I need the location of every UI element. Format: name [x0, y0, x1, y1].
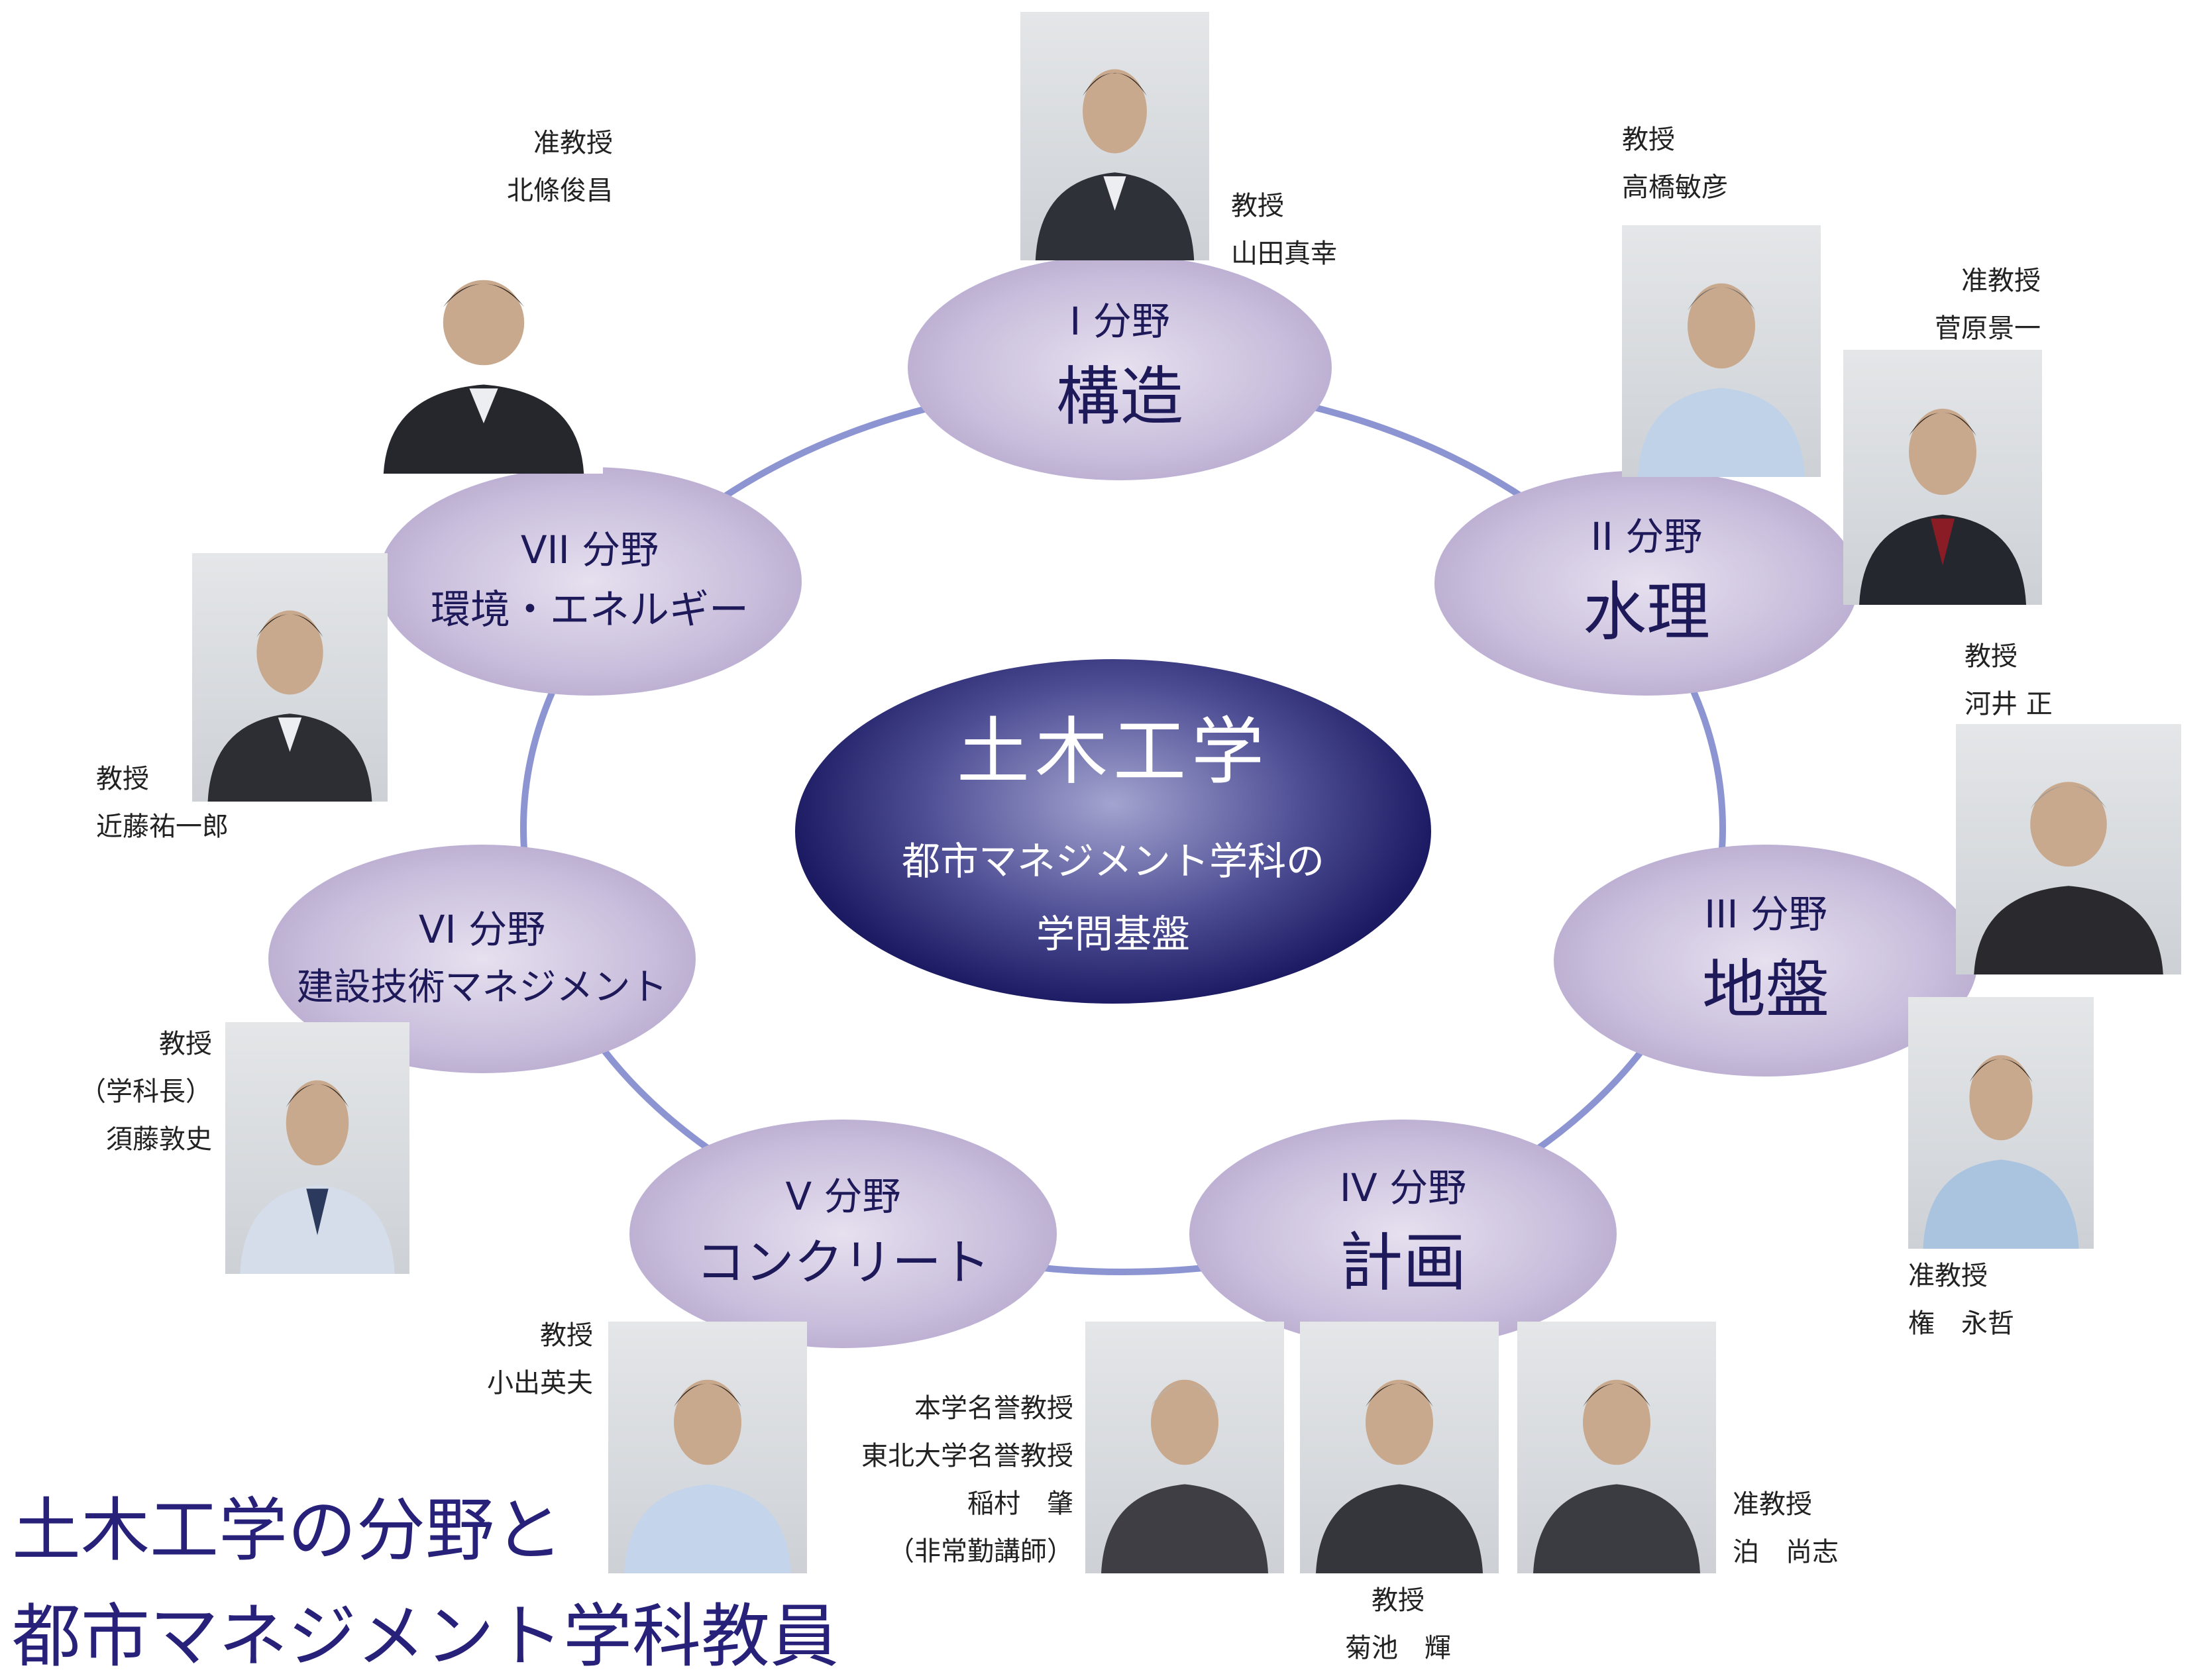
caption-yamada-title: 教授: [1231, 191, 1284, 221]
field-7-name: 環境・エネルギー: [431, 586, 749, 633]
caption-sugawara: 准教授 菅原景一: [1908, 257, 2041, 352]
field-3-name: 地盤: [1702, 952, 1829, 1027]
caption-gon: 准教授 権 永哲: [1908, 1252, 2014, 1347]
field-3-number: III 分野: [1704, 892, 1827, 937]
caption-kikuchi-name: 菊池 輝: [1345, 1633, 1451, 1663]
caption-koide: 教授 小出英夫: [451, 1312, 593, 1407]
caption-sudo-note: （学科長）: [80, 1076, 212, 1107]
caption-tomari-name: 泊 尚志: [1733, 1537, 1839, 1567]
caption-sudo-title: 教授: [159, 1029, 212, 1059]
photo-sudo: [225, 1022, 409, 1274]
field-node-2: II 分野 水理: [1434, 470, 1859, 696]
footer-title-line1: 土木工学の分野と: [12, 1490, 564, 1571]
photo-inamura: [1085, 1322, 1284, 1573]
photo-kondo: [192, 553, 388, 802]
photo-yamada: [1020, 12, 1209, 260]
center-subtitle-line2: 学問基盤: [1036, 912, 1190, 957]
field-5-name: コンクリート: [696, 1234, 991, 1292]
field-6-number: VI 分野: [418, 906, 546, 952]
field-4-number: IV 分野: [1339, 1165, 1467, 1210]
photo-kawai: [1956, 724, 2181, 974]
photo-kikuchi: [1300, 1322, 1499, 1573]
caption-hojo-name: 北條俊昌: [507, 176, 613, 206]
field-node-3: III 分野 地盤: [1554, 845, 1978, 1076]
field-5-number: V 分野: [785, 1174, 901, 1220]
field-4-name: 計画: [1339, 1226, 1467, 1300]
caption-kawai: 教授 河井 正: [1965, 633, 2053, 728]
photo-tomari: [1517, 1322, 1716, 1573]
caption-inamura: 本学名誉教授 東北大学名誉教授 稲村 肇 （非常勤講師）: [822, 1385, 1073, 1575]
field-2-name: 水理: [1583, 574, 1710, 649]
caption-tomari: 准教授 泊 尚志: [1733, 1481, 1839, 1576]
caption-koide-title: 教授: [540, 1320, 593, 1351]
field-node-4: IV 分野 計画: [1189, 1120, 1617, 1348]
center-title: 土木工学: [957, 709, 1269, 794]
caption-kawai-name: 河井 正: [1965, 689, 2053, 719]
caption-yamada-name: 山田真幸: [1231, 238, 1337, 269]
caption-inamura-line1: 本学名誉教授: [914, 1393, 1073, 1424]
field-node-1: I 分野 構造: [908, 255, 1332, 480]
caption-takahashi-title: 教授: [1622, 125, 1675, 155]
caption-sugawara-name: 菅原景一: [1935, 313, 2041, 344]
photo-takahashi: [1622, 225, 1821, 477]
caption-sudo-name: 須藤敦史: [106, 1124, 212, 1155]
caption-sudo: 教授 （学科長） 須藤敦史: [80, 1020, 212, 1163]
caption-gon-title: 准教授: [1908, 1261, 1988, 1291]
caption-sugawara-title: 准教授: [1961, 266, 2041, 296]
caption-inamura-line2: 東北大学名誉教授: [861, 1441, 1073, 1471]
caption-kawai-title: 教授: [1965, 641, 2018, 672]
caption-kikuchi: 教授 菊池 輝: [1345, 1577, 1451, 1672]
photo-sugawara: [1843, 350, 2042, 605]
photo-hojo: [364, 222, 603, 474]
field-7-number: VII 分野: [520, 527, 659, 573]
caption-yamada: 教授 山田真幸: [1231, 182, 1337, 278]
field-2-number: II 分野: [1590, 514, 1703, 560]
field-node-7: VII 分野 環境・エネルギー: [378, 467, 802, 696]
caption-kikuchi-title: 教授: [1372, 1585, 1425, 1616]
caption-kondo-title: 教授: [96, 764, 149, 794]
photo-koide: [608, 1322, 807, 1573]
caption-tomari-title: 准教授: [1733, 1489, 1812, 1520]
photo-gon: [1908, 997, 2094, 1249]
caption-koide-name: 小出英夫: [487, 1368, 593, 1398]
field-6-name: 建設技術マネジメント: [296, 966, 668, 1010]
caption-inamura-name: 稲村 肇: [967, 1489, 1073, 1519]
center-subtitle-line1: 都市マネジメント学科の: [901, 838, 1324, 884]
field-1-number: I 分野: [1069, 299, 1170, 344]
field-1-name: 構造: [1056, 359, 1183, 434]
caption-hojo-title: 准教授: [533, 128, 613, 158]
caption-inamura-note: （非常勤講師）: [888, 1536, 1073, 1567]
caption-kondo-name: 近藤祐一郎: [96, 812, 229, 842]
caption-gon-name: 権 永哲: [1908, 1308, 2014, 1339]
caption-hojo: 准教授 北條俊昌: [477, 119, 613, 215]
caption-kondo: 教授 近藤祐一郎: [96, 755, 229, 851]
caption-takahashi-name: 高橋敏彦: [1622, 172, 1728, 203]
center-hub: 土木工学 都市マネジメント学科の 学問基盤: [795, 659, 1431, 1004]
caption-takahashi: 教授 高橋敏彦: [1622, 116, 1728, 211]
field-node-5: V 分野 コンクリート: [629, 1120, 1057, 1348]
footer-title-line2: 都市マネジメント学科教員: [12, 1596, 839, 1677]
